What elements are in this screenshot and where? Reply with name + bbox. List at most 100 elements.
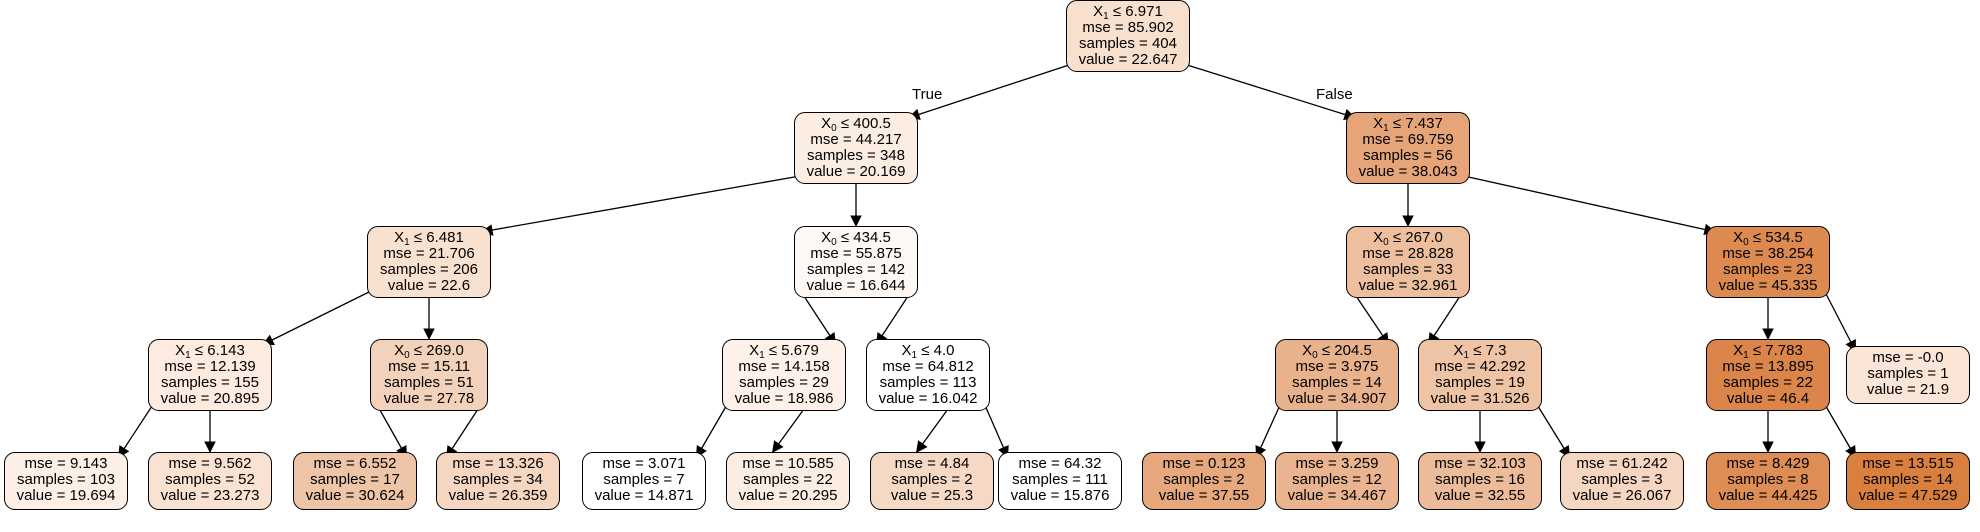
node-samples: samples = 29 <box>739 374 829 391</box>
node-mse: mse = 32.103 <box>1434 455 1526 472</box>
split-feature: X <box>1302 342 1313 359</box>
node-value: value = 34.467 <box>1287 487 1387 504</box>
node-samples: samples = 103 <box>17 471 115 488</box>
node-samples: samples = 14 <box>1292 374 1382 391</box>
node-value: value = 45.335 <box>1718 277 1818 294</box>
split-feature-index: 1 <box>185 350 191 361</box>
node-value: value = 32.961 <box>1358 277 1458 294</box>
node-value: value = 47.529 <box>1858 487 1958 504</box>
split-condition: X1 ≤ 7.783 <box>1707 343 1829 361</box>
node-mse: mse = 55.875 <box>810 245 902 262</box>
split-condition: X0 ≤ 269.0 <box>371 342 487 361</box>
edge-n0-n1 <box>907 63 1073 120</box>
split-feature: X <box>394 229 405 246</box>
node-mse: mse = 8.429 <box>1726 455 1810 472</box>
node-samples: samples = 17 <box>310 471 400 488</box>
node-samples: samples = 23 <box>1723 261 1813 278</box>
split-condition: X1 ≤ 7.437 <box>1347 115 1469 134</box>
node-mse: mse = 64.812 <box>882 358 974 375</box>
split-operator: ≤ <box>409 229 427 246</box>
node-mse: mse = 13.326 <box>452 455 544 472</box>
split-condition: X1 ≤ 5.679 <box>723 342 845 361</box>
node-samples: samples = 33 <box>1363 261 1453 278</box>
node-value: value = 20.169 <box>806 163 906 180</box>
edge-n8-n18 <box>445 402 483 459</box>
split-threshold: 5.679 <box>781 342 819 359</box>
node-value: value = 27.78 <box>383 390 475 407</box>
split-feature-index: 1 <box>759 350 765 361</box>
split-threshold: 6.481 <box>426 229 464 246</box>
split-feature: X <box>175 342 186 359</box>
edge-n4-n9 <box>799 289 837 346</box>
split-condition: X0 ≤ 534.5 <box>1707 229 1829 248</box>
node-mse: mse = 6.552 <box>313 455 397 472</box>
edge-n3-n7 <box>261 289 374 346</box>
split-feature: X <box>1373 229 1384 246</box>
split-feature: X <box>749 342 760 359</box>
split-operator: ≤ <box>1388 115 1406 132</box>
edge-label-true: True <box>912 86 943 103</box>
node-value: value = 19.694 <box>16 487 116 504</box>
node-mse: mse = 13.515 <box>1862 455 1954 472</box>
node-samples: samples = 8 <box>1727 471 1809 488</box>
split-threshold: 267.0 <box>1405 229 1443 246</box>
node-mse: mse = 13.895 <box>1722 358 1814 375</box>
node-samples: samples = 34 <box>453 471 543 488</box>
split-operator: ≤ <box>764 342 782 359</box>
split-condition: X0 ≤ 267.0 <box>1347 229 1469 248</box>
edge-n8-n17 <box>375 402 408 459</box>
node-samples: samples = 155 <box>161 374 259 391</box>
split-feature-index: 0 <box>1743 237 1749 248</box>
node-mse: mse = 9.562 <box>168 455 252 472</box>
node-mse: mse = 61.242 <box>1576 455 1668 472</box>
node-value: value = 23.273 <box>160 487 260 504</box>
split-condition: X0 ≤ 434.5 <box>795 229 917 248</box>
split-feature-index: 0 <box>831 123 837 134</box>
node-mse: mse = 64.32 <box>1018 455 1102 472</box>
split-threshold: 534.5 <box>1765 229 1803 246</box>
split-operator: ≤ <box>1469 342 1486 359</box>
node-mse: mse = 10.585 <box>742 455 834 472</box>
split-feature-index: 1 <box>1383 123 1389 134</box>
split-feature-index: 1 <box>1743 350 1749 361</box>
node-samples: samples = 404 <box>1079 35 1177 52</box>
edge-n5-n11 <box>1351 289 1390 346</box>
node-samples: samples = 2 <box>891 471 973 488</box>
edge-n10-n22 <box>983 402 1009 459</box>
node-value: value = 30.624 <box>305 487 405 504</box>
node-value: value = 16.042 <box>878 390 978 407</box>
edge-n10-n21 <box>915 408 949 454</box>
node-value: value = 14.871 <box>594 487 694 504</box>
split-feature-index: 1 <box>404 237 410 248</box>
split-condition: X1 ≤ 6.971 <box>1067 4 1189 22</box>
split-threshold: 434.5 <box>853 229 891 246</box>
node-value: value = 22.6 <box>387 277 471 294</box>
node-samples: samples = 2 <box>1163 471 1245 488</box>
split-condition: X0 ≤ 204.5 <box>1276 342 1398 361</box>
node-value: value = 46.4 <box>1726 390 1810 407</box>
node-value: value = 20.895 <box>160 390 260 407</box>
split-condition: X0 ≤ 400.5 <box>795 116 917 134</box>
split-feature: X <box>394 342 405 359</box>
